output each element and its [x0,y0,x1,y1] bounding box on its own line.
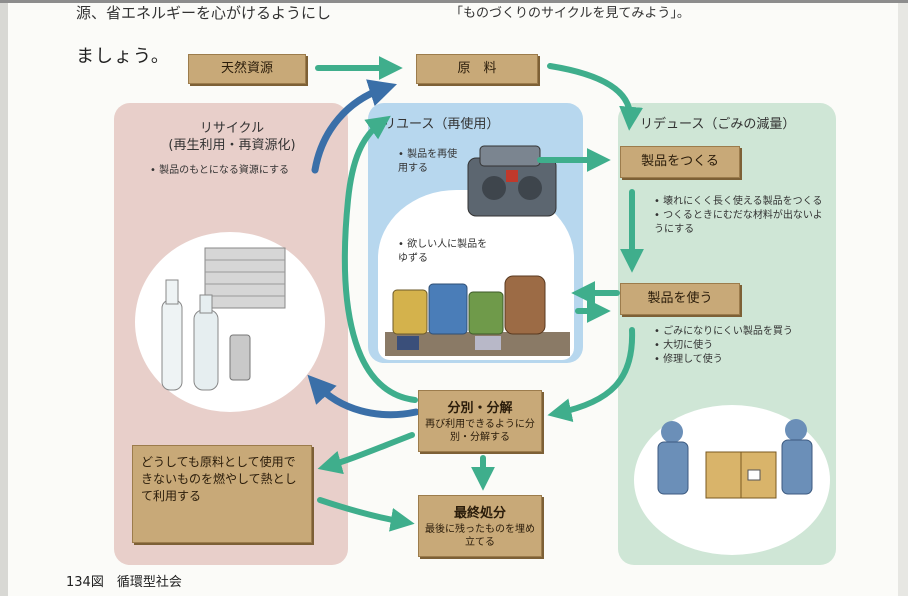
sort-disassemble-box: 分別・分解 再び利用できるように分別・分解する [418,390,542,452]
reuse-bullet-1: • 製品を再使用する [398,149,458,174]
engine-illustration [467,145,557,217]
use-products-box: 製品を使う [620,283,740,315]
make-products-box: 製品をつくる [620,146,740,178]
header-text-left: 源、省エネルギーを心がけるようにし [76,4,332,22]
secondhand-goods-illustration [385,275,570,356]
header-text-right: 「ものづくりのサイクルを見てみよう」。 [450,6,690,21]
page-spine [0,0,8,596]
recycle-title: リサイクル (再生利用・再資源化) [122,120,342,154]
natural-resources-box: 天然資源 [188,54,306,84]
reduce-title: リデュース（ごみの減量） [640,117,796,132]
top-border [0,0,908,3]
reduce-use-bullets: • ごみになりにくい製品を買う • 大切に使う • 修理して使う [654,326,793,365]
recycle-title-line2: (再生利用・再資源化) [168,138,296,153]
raw-materials-box: 原 料 [416,54,538,84]
repair-workers-illustration [657,419,813,499]
reduce-make-bullets: • 壊れにくく長く使える製品をつくる • つくるときにむだな材料が出ないようにす… [654,196,823,235]
burn-for-heat-box: どうしても原料として使用できないものを燃やして熱として利用する [132,445,312,543]
sort-disassemble-title: 分別・分解 [447,401,513,416]
figure-caption: 134図 循環型社会 [66,575,182,590]
final-disposal-box: 最終処分 最後に残ったものを埋め立てる [418,495,542,557]
recycle-title-line1: リサイクル [199,121,265,136]
recycle-bullet: • 製品のもとになる資源にする [150,165,289,176]
final-disposal-title: 最終処分 [453,506,506,521]
header-text-line2: ましょう。 [76,46,170,67]
recyclables-illustration [161,247,286,391]
reuse-title: リユース（再使用） [383,117,500,132]
sort-disassemble-sub: 再び利用できるように分別・分解する [425,419,535,443]
page-edge [898,0,908,596]
final-disposal-sub: 最後に残ったものを埋め立てる [425,524,535,548]
